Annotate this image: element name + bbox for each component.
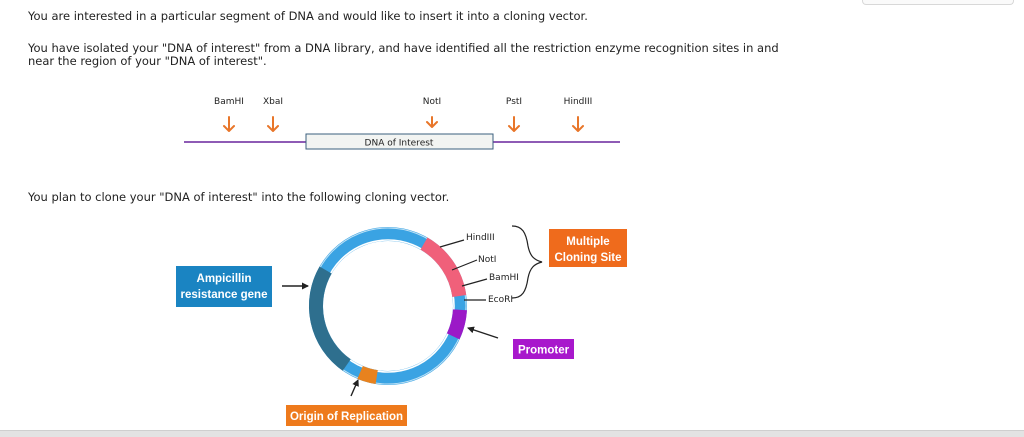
- plasmid: [308, 227, 467, 385]
- origin-arrow-icon: [350, 379, 359, 397]
- mcs-segment: [420, 237, 467, 298]
- dna-map: DNA of Interest BamHI XbaI NotI PstI Hin…: [184, 97, 620, 150]
- site-label-bamhi: BamHI: [214, 97, 244, 107]
- dna-of-interest-label: DNA of Interest: [365, 139, 434, 149]
- mcs-brace: [511, 225, 543, 299]
- origin-label-box: [286, 405, 407, 426]
- arrow-down-icon: [223, 116, 235, 132]
- mcs-site-hindiii: HindIII: [466, 233, 495, 243]
- site-label-psti: PstI: [506, 97, 522, 107]
- origin-label: Origin of Replication: [290, 411, 403, 423]
- site-label-hindiii: HindIII: [564, 97, 593, 107]
- arrow-down-icon: [508, 116, 520, 132]
- pointer-noti: [451, 259, 478, 271]
- pointer-hindiii: [439, 239, 465, 248]
- site-arrows: [223, 116, 584, 132]
- promoter-label-box: [513, 339, 574, 359]
- origin-segment: [357, 365, 378, 385]
- mcs-site-ecori: EcoRI: [488, 295, 513, 305]
- arrow-down-icon: [426, 116, 438, 128]
- mcs-site-bamhi: BamHI: [489, 273, 519, 283]
- context-text: You have isolated your "DNA of interest"…: [28, 41, 779, 68]
- ampicillin-label-line1: Ampicillin: [197, 273, 252, 285]
- site-label-xbai: XbaI: [263, 97, 283, 107]
- site-label-noti: NotI: [423, 97, 441, 107]
- arrow-down-icon: [572, 116, 584, 132]
- mcs-label-line2: Cloning Site: [554, 252, 621, 264]
- arrow-down-icon: [267, 116, 279, 132]
- dna-of-interest-box: [305, 133, 494, 150]
- ampicillin-label-line2: resistance gene: [181, 289, 268, 301]
- intro-text: You are interested in a particular segme…: [28, 9, 588, 23]
- promoter-segment: [446, 309, 467, 340]
- bottom-scrollbar[interactable]: [0, 430, 1024, 437]
- mcs-site-noti: NotI: [478, 255, 496, 265]
- promoter-arrow-icon: [467, 326, 499, 339]
- pointer-bamhi: [461, 278, 488, 287]
- mcs-pointer-lines: [439, 239, 488, 301]
- ampicillin-label-box: [176, 266, 272, 307]
- mcs-label-line1: Multiple: [566, 236, 609, 248]
- mcs-label-box: [549, 229, 627, 267]
- promoter-label: Promoter: [518, 345, 570, 357]
- top-right-panel: [862, 0, 1014, 5]
- plan-text: You plan to clone your "DNA of interest"…: [28, 190, 450, 204]
- ampicillin-gene-segment: [308, 266, 351, 371]
